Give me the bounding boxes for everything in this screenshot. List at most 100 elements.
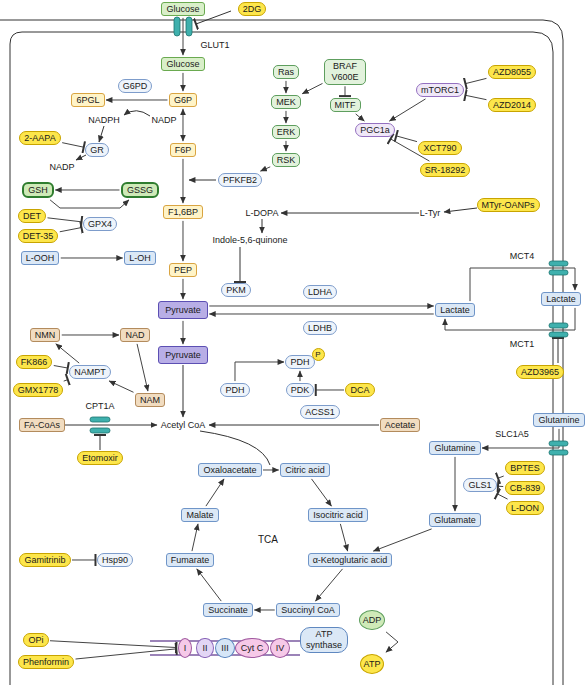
metabolite-box: Glutamine [533, 413, 584, 428]
node-text: GLS1 [468, 480, 491, 491]
inhibitor-box: DCA [345, 383, 374, 398]
signal-box: ERK [272, 125, 301, 140]
text-label: Acetyl CoA [160, 420, 207, 431]
node-text: DCA [350, 385, 369, 396]
complex-ellipse: III [215, 638, 235, 659]
inhibition-line [558, 338, 559, 363]
metabolite-box: L-OOH [21, 251, 60, 266]
metabolite-box: Succinyl CoA [276, 603, 340, 618]
node-text: III [221, 643, 229, 654]
text-label: NADP [150, 115, 177, 126]
inhibition-connector [465, 95, 486, 99]
inhibition-connector [465, 78, 486, 83]
reaction-connector [182, 109, 183, 141]
inhibitor-box: FK866 [16, 355, 53, 370]
regulator-box: mTORC1 [416, 83, 464, 98]
node-text: GSSG [127, 185, 153, 196]
node-text: LDHA [308, 287, 332, 298]
metabolite-box: Isocitric acid [308, 508, 368, 523]
node-text: F1,6BP [168, 207, 198, 218]
reaction-connector [197, 569, 221, 601]
node-text: G6PD [123, 81, 148, 92]
inhibitor-box: DET-35 [18, 229, 59, 244]
reaction-connector [356, 114, 365, 121]
glutathione-box: GSSG [121, 182, 159, 199]
node-text: PEP [174, 265, 192, 276]
node-text: Glutamine [434, 443, 475, 454]
inhibitor-box: AZD3965 [516, 365, 564, 380]
reaction-connector [206, 479, 224, 506]
text-label: CPT1A [84, 401, 115, 412]
inhibition-connector [60, 228, 82, 232]
glucose-box: Glucose [161, 2, 204, 17]
reaction-arrow [209, 425, 379, 426]
metabolite-box: Lactate [435, 303, 475, 318]
signal-box: MITF [330, 98, 361, 113]
metabolite-box: F6P [170, 143, 197, 158]
complex-ellipse: II [196, 638, 213, 659]
node-text: Oxaloacetate [203, 465, 256, 476]
inhibition-connector [345, 86, 346, 96]
cofactor-box: Acetate [380, 418, 421, 433]
node-text: Lactate [440, 305, 470, 316]
inhibitor-box: OPi [23, 633, 48, 648]
complex-ellipse: I [178, 638, 193, 659]
node-text: L-DON [511, 503, 539, 514]
reaction-connector [182, 221, 183, 261]
inhibition-connector [48, 218, 82, 222]
node-text: α-Ketoglutaric acid [313, 555, 388, 566]
metabolite-box: Malate [181, 508, 218, 523]
inhibitor-box: MTyr-OANPs [477, 198, 540, 213]
phospho-mark: P [312, 348, 325, 361]
reaction-connector [285, 111, 286, 123]
inhibitor-box: 2DG [238, 2, 267, 17]
enzyme-box: PDH [220, 383, 249, 398]
node-text: Citric acid [285, 465, 325, 476]
cofactor-box: NAM [135, 393, 165, 408]
enzyme-box: GR [85, 143, 109, 158]
node-text: LDHB [308, 323, 332, 334]
node-text: Succinate [208, 605, 248, 616]
signal-box: Ras [273, 65, 299, 80]
reaction-connector [182, 159, 183, 203]
node-text: FA-CoAs [24, 420, 60, 431]
node-text: Glutamine [538, 415, 579, 426]
reaction-connector [260, 167, 270, 171]
complex-ellipse: Cyt C [235, 638, 270, 659]
inhibitor-box: XCT790 [418, 141, 461, 156]
node-text: Fumarate [171, 555, 210, 566]
node-text: ADP [363, 615, 382, 626]
reaction-line [200, 431, 270, 465]
reaction-connector [137, 344, 148, 391]
transporter-icon [549, 323, 568, 328]
inhibitor-box: Etomoxir [77, 451, 123, 466]
node-text: RSK [277, 155, 296, 166]
enzyme-box: GLS1 [463, 478, 496, 493]
pyruvate-box: Pyruvate [158, 346, 208, 365]
node-text: MEK [276, 97, 296, 108]
inhibition-line [240, 247, 241, 282]
node-text: GSH [28, 185, 48, 196]
node-text: MITF [335, 100, 356, 111]
enzyme-box: PDH [285, 355, 314, 370]
node-text: GMX1778 [18, 385, 59, 396]
node-text: Phenformin [23, 657, 69, 668]
node-text: ACSS1 [305, 407, 335, 418]
metabolite-box: 6PGL [71, 93, 104, 108]
node-text: Succinyl CoA [281, 605, 335, 616]
node-text: L-OH [129, 253, 151, 264]
node-text: 6PGL [76, 95, 99, 106]
inhibitor-box: BPTES [505, 461, 545, 476]
node-text: BRAF V600E [329, 61, 361, 83]
metabolite-box: F1,6BP [163, 205, 203, 220]
cell-membrane [0, 20, 563, 685]
pyruvate-box: Pyruvate [158, 301, 208, 320]
nucleotide-circle: ATP [360, 654, 385, 675]
metabolite-box: Succinate [203, 603, 253, 618]
inhibition-connector [72, 559, 95, 560]
transporter-icon [549, 441, 568, 446]
reaction-connector [209, 305, 433, 306]
enzyme-box: Hsp90 [97, 553, 133, 568]
reaction-arrow [124, 111, 150, 116]
node-text: ERK [277, 127, 296, 138]
